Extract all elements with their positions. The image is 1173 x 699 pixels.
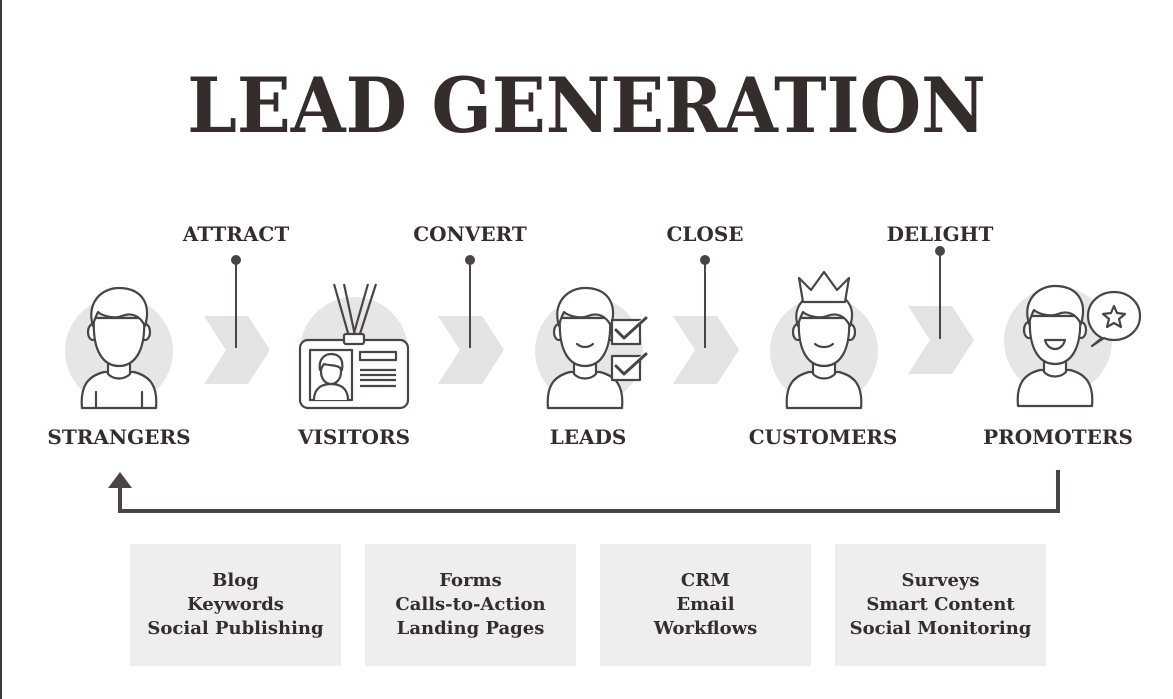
stage-label-convert: CONVERT xyxy=(413,222,527,246)
chevron-arrow-icon xyxy=(673,316,739,384)
tool-item: Calls-to-Action xyxy=(395,594,546,615)
pin-line xyxy=(235,260,237,348)
tool-item: Blog xyxy=(212,570,259,591)
left-border xyxy=(0,0,2,699)
persona-label-visitors: VISITORS xyxy=(297,425,411,449)
tool-item: Social Publishing xyxy=(147,618,324,639)
persona-label-strangers: STRANGERS xyxy=(47,425,191,449)
tool-item: Surveys xyxy=(901,570,980,591)
person-checklist-icon xyxy=(546,286,648,410)
chevron-arrow-icon xyxy=(438,316,504,384)
diagram-title: LEAD GENERATION xyxy=(187,61,986,150)
stage-label-attract: ATTRACT xyxy=(182,222,290,246)
pin-line xyxy=(939,251,941,339)
tool-item: Email xyxy=(676,594,735,615)
id-badge-icon xyxy=(298,283,410,410)
persona-label-promoters: PROMOTERS xyxy=(983,425,1133,449)
person-star-speech-icon xyxy=(1016,284,1142,408)
tool-item: Social Monitoring xyxy=(849,618,1032,639)
pin-line xyxy=(704,260,706,348)
persona-label-leads: LEADS xyxy=(549,425,627,449)
tools-box-convert: Forms Calls-to-Action Landing Pages xyxy=(365,544,576,666)
tool-item: CRM xyxy=(680,570,731,591)
person-crown-icon xyxy=(785,270,863,410)
stage-label-close: CLOSE xyxy=(666,222,744,246)
chevron-arrow-icon xyxy=(908,306,974,374)
tools-box-delight: Surveys Smart Content Social Monitoring xyxy=(835,544,1046,666)
persona-label-customers: CUSTOMERS xyxy=(748,425,898,449)
tool-item: Keywords xyxy=(187,594,284,615)
tool-item: Forms xyxy=(439,570,502,591)
stage-label-delight: DELIGHT xyxy=(886,222,994,246)
tools-box-attract: Blog Keywords Social Publishing xyxy=(130,544,341,666)
tool-item: Workflows xyxy=(653,618,758,639)
tool-item: Smart Content xyxy=(866,594,1015,615)
tool-item: Landing Pages xyxy=(396,618,545,639)
pin-line xyxy=(469,260,471,348)
feedback-loop-arrow-icon xyxy=(108,470,1060,513)
chevron-arrow-icon xyxy=(204,316,270,384)
tools-box-close: CRM Email Workflows xyxy=(600,544,811,666)
person-icon xyxy=(80,286,158,410)
